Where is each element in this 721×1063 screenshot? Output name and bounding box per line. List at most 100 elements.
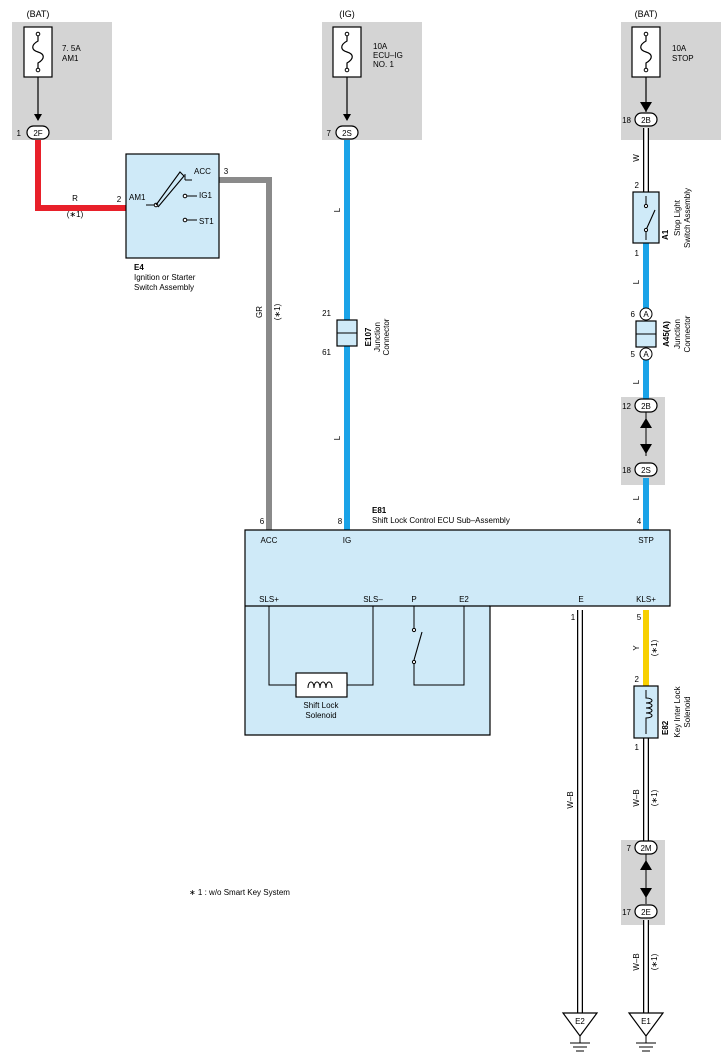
connector-2s-mid: 2S bbox=[634, 428, 658, 477]
e82-pin-bottom: 1 bbox=[635, 743, 640, 752]
e107-pin-top: 21 bbox=[322, 309, 331, 318]
connector-2e: 2E bbox=[634, 904, 658, 919]
stop-light-switch bbox=[632, 191, 660, 244]
pin-2m: 7 bbox=[627, 844, 632, 853]
wire-label-l-right-3: L bbox=[632, 495, 641, 500]
ground-e2: E2 bbox=[561, 1012, 599, 1052]
a45-code: A45(A) bbox=[662, 321, 671, 347]
a45-name-2: Connector bbox=[683, 315, 692, 352]
e107-name-2: Connector bbox=[382, 318, 391, 355]
svg-text:ST1: ST1 bbox=[199, 217, 214, 226]
pin-2b-mid: 12 bbox=[622, 402, 631, 411]
fuse-center-name-2: NO. 1 bbox=[373, 60, 394, 69]
wire-label-wb-right-2-note: (∗1) bbox=[650, 953, 659, 970]
connector-2b-top: 2B bbox=[634, 112, 658, 127]
ecu-label-e2: E2 bbox=[459, 595, 469, 604]
a45-pin-bottom: 5 bbox=[631, 350, 636, 359]
pin-2s-top: 7 bbox=[327, 129, 332, 138]
e107-pin-bottom: 61 bbox=[322, 348, 331, 357]
connector-2f: 2F bbox=[26, 125, 50, 140]
ignition-name-2: Switch Assembly bbox=[134, 283, 194, 292]
ignition-name-1: Ignition or Starter bbox=[134, 273, 196, 282]
ignition-switch: AM1 ACC IG1 ST1 bbox=[125, 153, 220, 259]
wire-gray bbox=[219, 177, 272, 530]
wire-label-y: Y bbox=[632, 645, 641, 651]
connector-2s-top: 2S bbox=[335, 125, 359, 140]
svg-text:AM1: AM1 bbox=[129, 193, 146, 202]
wire-label-l-center-bottom: L bbox=[333, 435, 342, 440]
footnote: ∗ 1 : w/o Smart Key System bbox=[189, 888, 290, 897]
e107-code: E107 bbox=[364, 327, 373, 346]
junction-a45: A A bbox=[635, 307, 657, 361]
a45-pin-top: 6 bbox=[631, 310, 636, 319]
ecu-label-sls-minus: SLS– bbox=[363, 595, 383, 604]
ecu-label-e: E bbox=[578, 595, 583, 604]
ignition-pin-acc: 3 bbox=[224, 167, 229, 176]
ecu-pin-acc: 6 bbox=[260, 517, 265, 526]
svg-text:2E: 2E bbox=[641, 908, 651, 917]
wire-label-wb-right-2: W–B bbox=[632, 953, 641, 970]
wire-label-wb-right-1-note: (∗1) bbox=[650, 789, 659, 806]
wire-red bbox=[35, 140, 126, 211]
supply-right: (BAT) bbox=[635, 9, 658, 19]
ignition-pin-in: 2 bbox=[117, 195, 122, 204]
wire-label-gr: GR bbox=[255, 306, 264, 318]
svg-text:IG1: IG1 bbox=[199, 191, 212, 200]
fuse-right bbox=[631, 26, 661, 78]
ecu-pin-e: 1 bbox=[571, 613, 576, 622]
wire-label-gr-note: (∗1) bbox=[273, 303, 282, 320]
ecu-label-sls-plus: SLS+ bbox=[259, 595, 279, 604]
connector-2m: 2M bbox=[634, 840, 658, 904]
wire-label-l-right-2: L bbox=[632, 379, 641, 384]
svg-text:A: A bbox=[643, 350, 649, 359]
a1-name-2: Switch Assembly bbox=[683, 188, 692, 248]
fuse-left-rating: 7. 5A bbox=[62, 44, 81, 53]
ecu-name: Shift Lock Control ECU Sub–Assembly bbox=[372, 516, 510, 525]
wire-label-l-center-top: L bbox=[333, 207, 342, 212]
supply-center: (IG) bbox=[339, 9, 355, 19]
svg-text:E2: E2 bbox=[575, 1017, 585, 1026]
ecu-label-kls: KLS+ bbox=[636, 595, 656, 604]
pin-2s-mid: 18 bbox=[622, 466, 631, 475]
fuse-center bbox=[332, 26, 362, 78]
ecu-label-p: P bbox=[411, 595, 416, 604]
a45-name-1: Junction bbox=[673, 319, 682, 349]
a1-name-1: Stop Light bbox=[673, 199, 682, 236]
wire-label-wb-right-1: W–B bbox=[632, 789, 641, 806]
fuse-center-rating: 10A bbox=[373, 42, 388, 51]
svg-text:2M: 2M bbox=[640, 844, 651, 853]
e82-pin-top: 2 bbox=[635, 675, 640, 684]
connector-2b-mid: 2B bbox=[634, 398, 658, 428]
fuse-center-name-1: ECU–IG bbox=[373, 51, 403, 60]
svg-text:2B: 2B bbox=[641, 116, 651, 125]
ignition-code: E4 bbox=[134, 263, 144, 272]
ecu-pin-stp: 4 bbox=[637, 517, 642, 526]
e82-name-1: Key Inter Lock bbox=[673, 685, 682, 737]
a1-pin-top: 2 bbox=[635, 181, 640, 190]
wire-label-y-note: (∗1) bbox=[650, 639, 659, 656]
ecu-label-stp: STP bbox=[638, 536, 654, 545]
fuse-left-name: AM1 bbox=[62, 54, 79, 63]
svg-text:ACC: ACC bbox=[194, 167, 211, 176]
a1-code: A1 bbox=[661, 229, 670, 240]
svg-text:2F: 2F bbox=[33, 129, 42, 138]
key-interlock-solenoid bbox=[633, 685, 659, 739]
ecu-code: E81 bbox=[372, 506, 387, 515]
svg-text:A: A bbox=[643, 310, 649, 319]
park-switch bbox=[411, 606, 465, 686]
fuse-left bbox=[23, 26, 53, 78]
a1-pin-bottom: 1 bbox=[635, 249, 640, 258]
wire-label-r-note: (∗1) bbox=[67, 210, 84, 219]
shift-lock-solenoid bbox=[268, 606, 374, 698]
fuse-right-rating: 10A bbox=[672, 44, 687, 53]
wire-label-wb-left: W–B bbox=[566, 791, 575, 808]
supply-left: (BAT) bbox=[27, 9, 50, 19]
fuse-right-name: STOP bbox=[672, 54, 694, 63]
svg-text:2B: 2B bbox=[641, 402, 651, 411]
ecu-pin-kls: 5 bbox=[637, 613, 642, 622]
pin-2f: 1 bbox=[17, 129, 22, 138]
ecu-pin-ig: 8 bbox=[338, 517, 343, 526]
shift-lock-name-1: Shift Lock bbox=[303, 701, 339, 710]
svg-text:E1: E1 bbox=[641, 1017, 651, 1026]
